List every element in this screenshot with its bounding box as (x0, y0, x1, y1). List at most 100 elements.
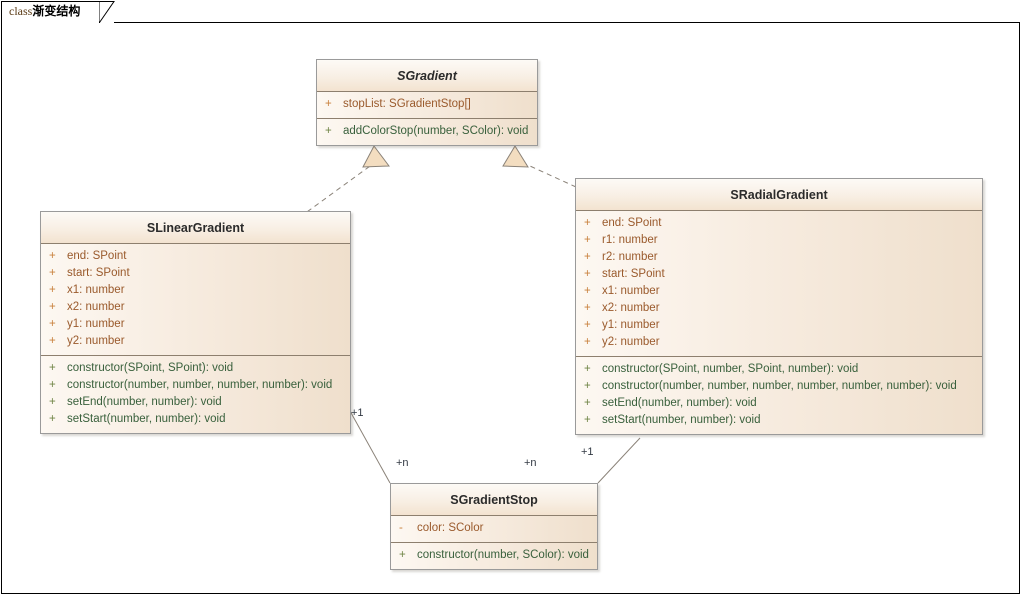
class-name-sgradient: SGradient (317, 60, 537, 92)
class-box-sgradientstop[interactable]: SGradientStop -color: SColor +constructo… (390, 483, 598, 570)
visibility-marker: + (584, 268, 591, 280)
visibility-marker: + (49, 267, 56, 279)
attribute-row: + x1: number (576, 283, 982, 300)
attribute-row: +y2: number (576, 334, 982, 351)
method-row: + constructor(number, number, number, num… (41, 377, 350, 394)
class-box-slineargradient[interactable]: SLinearGradient +end: SPoint +start: SPo… (40, 211, 351, 434)
method-text: setStart(number, number): void (602, 414, 761, 426)
attribute-row: + x2: number (576, 300, 982, 317)
visibility-marker: + (584, 251, 591, 263)
visibility-marker: - (399, 522, 403, 534)
class-box-sgradient[interactable]: SGradient + stopList: SGradientStop[] + ad… (316, 59, 538, 146)
attribute-row: + start: SPoint (41, 265, 350, 282)
attribute-text: color: SColor (417, 522, 484, 534)
attribute-row: - color: SColor (391, 520, 597, 537)
visibility-marker: + (584, 319, 591, 331)
class-box-sradialgradient[interactable]: SRadialGradient +end: SPoint +r1: number… (575, 178, 983, 435)
visibility-marker: + (49, 396, 56, 408)
multiplicity-linear-source: +1 (351, 407, 364, 419)
attribute-text: y1: number (602, 319, 660, 331)
method-text: addColorStop(number, SColor): void (343, 125, 529, 137)
attribute-text: x1: number (602, 285, 660, 297)
method-text: constructor(number, SColor): void (417, 549, 589, 561)
attribute-row: + y2: number (41, 333, 350, 350)
visibility-marker: + (49, 413, 56, 425)
method-row: + constructor(number, SColor): void (391, 547, 597, 564)
attribute-text: x1: number (67, 284, 125, 296)
attribute-row: + stopList: SGradientStop[] (317, 96, 537, 113)
methods-section-slineargradient: + constructor(SPoint, SPoint): void + cons… (41, 356, 350, 433)
multiplicity-linear-target: +n (396, 457, 409, 469)
multiplicity-radial-source: +1 (581, 446, 594, 458)
diagram-tab-slant (99, 1, 115, 23)
attribute-row: + y1: number (576, 317, 982, 334)
attribute-row: + r2: number (576, 249, 982, 266)
attribute-row: + end: SPoint (41, 248, 350, 265)
method-row: + constructor(number, number, number, num… (576, 378, 982, 395)
method-text: constructor(SPoint, number, SPoint, numb… (602, 363, 859, 375)
visibility-marker: + (49, 318, 56, 330)
visibility-marker: + (49, 379, 56, 391)
attribute-text: end: SPoint (67, 250, 127, 262)
attribute-row: + start: SPoint (576, 266, 982, 283)
attribute-text: x2: number (602, 302, 660, 314)
attribute-text: stopList: SGradientStop[] (343, 98, 471, 110)
attributes-section-sradialgradient: + end: SPoint + r1: number + r2: number + st… (576, 211, 982, 357)
attribute-row: + x1: number (41, 282, 350, 299)
attribute-row: + x2: number (41, 299, 350, 316)
method-text: constructor(number, number, number, numb… (602, 380, 957, 392)
attribute-text: r1: number (602, 234, 658, 246)
frame-top-edge-right (114, 22, 1020, 23)
attribute-text: y2: number (602, 336, 660, 348)
attributes-section-slineargradient: +end: SPoint +start: SPoint +x1: number … (41, 244, 350, 356)
methods-section-sgradient: + addColorStop(number, SColor): void (317, 119, 537, 145)
visibility-marker: + (49, 362, 56, 374)
visibility-marker: + (49, 284, 56, 296)
visibility-marker: + (584, 234, 591, 246)
methods-section-sgradientstop: + constructor(number, SColor): void (391, 543, 597, 569)
method-row: + setStart(number, number): void (576, 412, 982, 429)
visibility-marker: + (584, 414, 591, 426)
method-row: + constructor(SPoint, SPoint): void (41, 360, 350, 377)
visibility-marker: + (584, 285, 591, 297)
methods-section-sradialgradient: + constructor(SPoint, number, SPoint, num… (576, 357, 982, 434)
method-text: constructor(number, number, number, numb… (67, 379, 333, 391)
attributes-section-sgradientstop: - color: SColor (391, 516, 597, 543)
diagram-frame (1, 22, 1020, 594)
method-row: + constructor(SPoint, number, SPoint, num… (576, 361, 982, 378)
method-row: + setStart(number, number): void (41, 411, 350, 428)
visibility-marker: + (399, 549, 406, 561)
method-text: setEnd(number, number): void (602, 397, 757, 409)
method-text: setStart(number, number): void (67, 413, 226, 425)
attribute-text: r2: number (602, 251, 658, 263)
visibility-marker: + (584, 302, 591, 314)
visibility-marker: + (325, 125, 332, 137)
attribute-text: y2: number (67, 335, 125, 347)
method-row: + setEnd(number, number): void (576, 395, 982, 412)
visibility-marker: + (584, 363, 591, 375)
method-text: constructor(SPoint, SPoint): void (67, 362, 234, 374)
attribute-text: start: SPoint (67, 267, 130, 279)
method-row: + addColorStop(number, SColor): void (317, 123, 537, 140)
diagram-title-keyword: class (9, 4, 33, 18)
attribute-text: y1: number (67, 318, 125, 330)
visibility-marker: + (49, 335, 56, 347)
visibility-marker: + (325, 98, 332, 110)
attribute-text: x2: number (67, 301, 125, 313)
attribute-text: end: SPoint (602, 217, 662, 229)
visibility-marker: + (584, 380, 591, 392)
visibility-marker: + (584, 397, 591, 409)
attributes-section-sgradient: + stopList: SGradientStop[] (317, 92, 537, 119)
visibility-marker: + (49, 250, 56, 262)
attribute-row: + end: SPoint (576, 215, 982, 232)
diagram-title: class渐变结构 (9, 3, 80, 19)
attribute-text: start: SPoint (602, 268, 665, 280)
method-text: setEnd(number, number): void (67, 396, 222, 408)
method-row: + setEnd(number, number): void (41, 394, 350, 411)
attribute-row: + r1: number (576, 232, 982, 249)
attribute-row: + y1: number (41, 316, 350, 333)
visibility-marker: + (49, 301, 56, 313)
multiplicity-radial-target: +n (524, 457, 537, 469)
visibility-marker: + (584, 217, 591, 229)
